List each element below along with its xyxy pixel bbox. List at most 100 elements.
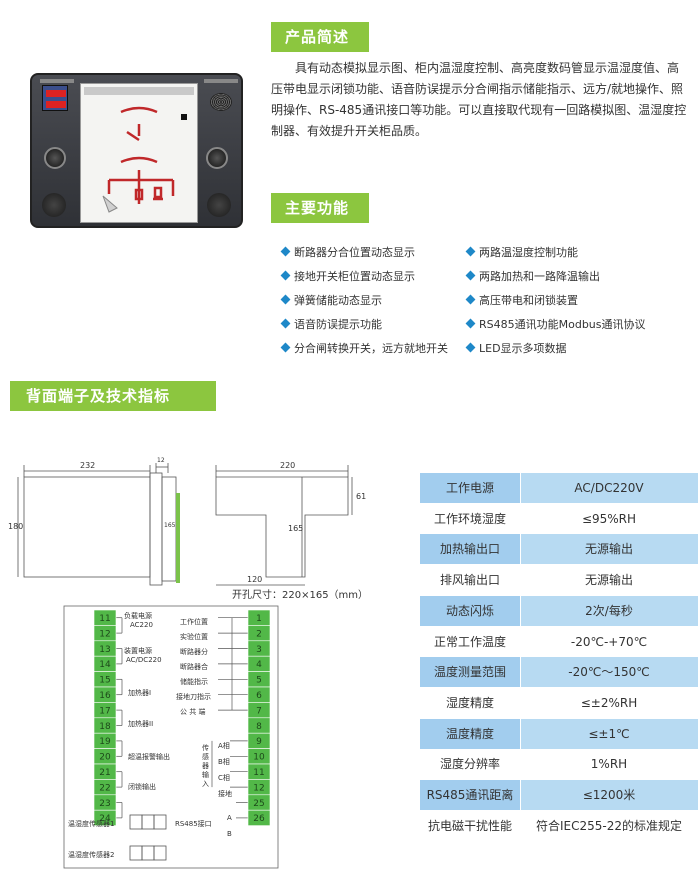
feature-text: 弹簧储能动态显示 <box>294 294 382 307</box>
dim-220: 220 <box>280 461 295 470</box>
bullet-diamond-icon <box>280 318 291 329</box>
left-terminal-block <box>93 809 117 826</box>
feature-text: 两路加热和一路降温输出 <box>479 270 600 283</box>
bullet-diamond-icon <box>280 294 291 305</box>
spec-row: 加热输出口无源输出 <box>420 534 698 565</box>
feature-text: 断路器分合位置动态显示 <box>294 246 415 259</box>
bullet-diamond-icon <box>465 294 476 305</box>
spec-value: -20℃～150℃ <box>568 665 650 680</box>
bullet-diamond-icon <box>465 318 476 329</box>
right-terminal-number: 8 <box>256 722 262 732</box>
spec-row: 工作电源 AC/DC220V <box>420 473 698 503</box>
feature-item: 分合闸转换开关，远方就地开关 <box>280 341 448 357</box>
knob <box>206 147 228 169</box>
spec-row: 动态闪烁 2次/每秒 <box>420 595 698 626</box>
spec-key: 工作电源 <box>420 473 520 503</box>
label-earth-knife: 接地刀指示 <box>176 692 211 701</box>
label-work-pos: 工作位置 <box>180 617 208 626</box>
feature-text: RS485通讯功能Modbus通讯协议 <box>479 318 646 331</box>
spec-key: 工作环境湿度 <box>433 511 506 526</box>
left-terminal-number: 11 <box>99 614 110 624</box>
right-terminal-number: 7 <box>256 706 262 716</box>
feature-item: 弹簧储能动态显示 <box>280 293 382 309</box>
left-terminal-number: 20 <box>99 753 111 763</box>
label-over-temp: 超温报警输出 <box>128 752 170 761</box>
left-terminal-number: 14 <box>99 660 111 670</box>
feature-item: 接地开关柜位置动态显示 <box>280 269 415 285</box>
right-terminal-number: 1 <box>256 614 262 624</box>
spec-row: 正常工作温度-20℃-+70℃ <box>420 627 698 657</box>
left-terminal-number: 23 <box>99 799 110 809</box>
feature-item: 两路加热和一路降温输出 <box>465 269 600 285</box>
dim-165-side: 165 <box>164 522 176 529</box>
button <box>42 193 66 217</box>
feature-text: 接地开关柜位置动态显示 <box>294 270 415 283</box>
spec-value: -20℃-+70℃ <box>570 634 648 649</box>
right-terminal-block <box>247 809 271 826</box>
spec-value: ≤95%RH <box>581 511 637 526</box>
feature-item: 高压带电和闭锁装置 <box>465 293 578 309</box>
bullet-diamond-icon <box>280 270 291 281</box>
label-common: 公 共 端 <box>180 707 205 716</box>
label-sensor-in: 传感器输入 <box>202 743 209 788</box>
label-lock-out: 闭锁输出 <box>128 782 156 791</box>
label-dev-power: 装置电源 <box>124 646 152 655</box>
spec-row: 温度精度 ≤±1℃ <box>420 718 698 749</box>
left-terminal-number: 19 <box>99 737 111 747</box>
feature-text: LED显示多项数据 <box>479 342 567 355</box>
right-terminal-number: 10 <box>253 753 265 763</box>
right-terminal-number: 9 <box>256 737 262 747</box>
spec-row: 湿度精度≤±2%RH <box>420 688 698 718</box>
spec-value: 2次/每秒 <box>585 603 633 618</box>
bullet-diamond-icon <box>465 246 476 257</box>
left-terminal-number: 13 <box>99 645 110 655</box>
spec-value: ≤±2%RH <box>580 695 638 710</box>
spec-row: 抗电磁干扰性能 符合IEC255-22的标准规定 <box>420 811 698 841</box>
dim-180: 180 <box>8 522 23 531</box>
spec-value: 符合IEC255-22的标准规定 <box>535 818 682 833</box>
device-label <box>204 79 238 83</box>
dim-232: 232 <box>80 461 95 470</box>
device-label <box>40 79 74 83</box>
knob <box>44 147 66 169</box>
right-terminal-number: 25 <box>253 799 264 809</box>
right-terminal-number: 6 <box>256 691 262 701</box>
label-test-pos: 实验位置 <box>180 632 208 641</box>
spec-key: 湿度分辨率 <box>439 757 500 772</box>
label-a: A <box>227 814 232 822</box>
label-sensor2: 温湿度传感器2 <box>68 850 114 859</box>
spec-key: 排风输出口 <box>439 573 500 588</box>
mimic-panel <box>80 83 198 223</box>
intro-paragraph: 具有动态模拟显示图、柜内温湿度控制、高亮度数码管显示温湿度值、高压带电显示闭锁功… <box>271 61 687 138</box>
spec-value: AC/DC220V <box>574 481 644 495</box>
right-terminal-number: 4 <box>256 660 262 670</box>
spec-key: 温度精度 <box>420 718 520 749</box>
left-terminal-number: 18 <box>99 722 111 732</box>
feature-item: 两路温湿度控制功能 <box>465 245 578 261</box>
left-terminal-number: 24 <box>99 814 111 824</box>
label-energy: 储能指示 <box>180 677 208 686</box>
feature-item: LED显示多项数据 <box>465 341 567 357</box>
dimension-drawing: 232 180 165 12 220 61 165 120 <box>8 457 366 586</box>
right-terminal-number: 26 <box>253 814 265 824</box>
spec-value: ≤1200米 <box>582 788 636 802</box>
feature-item: 断路器分合位置动态显示 <box>280 245 415 261</box>
device-image <box>30 73 243 228</box>
left-terminal-number: 15 <box>99 676 110 686</box>
spec-key: 抗电磁干扰性能 <box>427 818 512 833</box>
label-sensor1: 温湿度传感器1 <box>68 819 114 828</box>
right-terminal-number: 5 <box>256 676 262 686</box>
left-terminal-number: 22 <box>99 783 110 793</box>
dim-61: 61 <box>356 492 366 501</box>
dim-12: 12 <box>157 457 165 464</box>
cutout-size: 开孔尺寸：220×165（mm） <box>232 590 369 601</box>
bullet-diamond-icon <box>465 342 476 353</box>
spec-key: 动态闪烁 <box>420 595 520 626</box>
led-display <box>42 85 68 111</box>
dim-165-cut: 165 <box>288 524 303 533</box>
bullet-diamond-icon <box>465 270 476 281</box>
label-load-power: 负载电源 <box>124 611 152 620</box>
spec-value: ≤±1℃ <box>588 726 630 741</box>
right-terminal-number: 2 <box>256 629 262 639</box>
